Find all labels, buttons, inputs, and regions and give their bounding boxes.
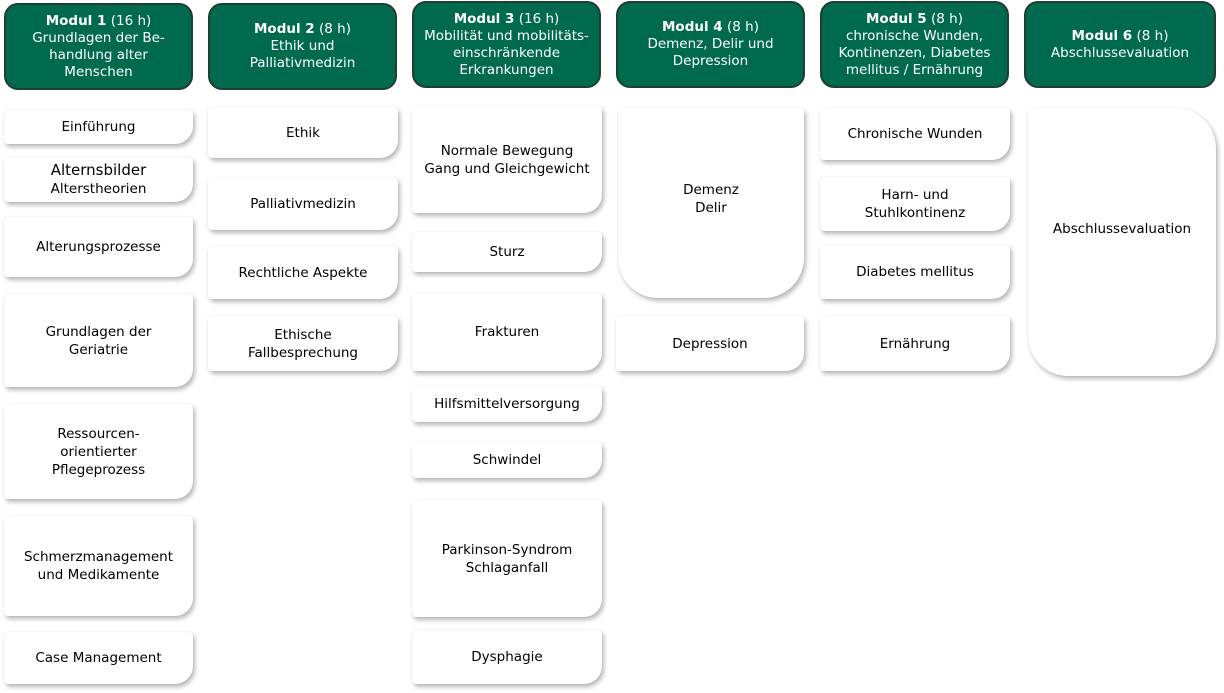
module-3-header: Modul 3 (16 h) Mobilität und mobilitäts-…	[412, 1, 601, 88]
topic-label: Abschlussevaluation	[1052, 221, 1192, 237]
topic-label: Ernährung	[879, 335, 951, 352]
module-3-subtitle-line-3: Erkrankungen	[459, 61, 554, 78]
module-5-topic-chronische-wunden: Chronische Wunden	[820, 108, 1010, 160]
module-4-topic-demenz-delir: Demenz Delir	[618, 108, 804, 298]
module-1-topic-schmerzmanagement: Schmerzmanagement und Medikamente	[4, 516, 193, 616]
module-5-subtitle-line-1: chronische Wunden,	[845, 27, 984, 44]
topic-label: Sturz	[489, 244, 525, 260]
module-6-subtitle-line-1: Abschlussevaluation	[1050, 44, 1190, 61]
module-5-topic-kontinenz: Harn- und Stuhlkontinenz	[820, 177, 1010, 231]
module-2-hours: (8 h)	[319, 21, 351, 37]
module-1-topic-alterungsprozesse: Alterungsprozesse	[4, 217, 193, 277]
topic-label: Gang und Gleichgewicht	[424, 160, 590, 177]
module-5-hours: (8 h)	[931, 10, 963, 27]
topic-label: Demenz	[683, 182, 739, 198]
module-1-hours: (16 h)	[110, 12, 152, 29]
module-1-topic-pflegeprozess: Ressourcen- orientierter Pflegeprozess	[4, 404, 193, 499]
topic-label: Ressourcen-	[57, 425, 140, 442]
topic-label: Palliativmedizin	[250, 196, 356, 212]
module-3-subtitle-line-1: Mobilität und mobilitäts-	[424, 27, 589, 44]
module-3-topic-hilfsmittelversorgung: Hilfsmittelversorgung	[412, 386, 602, 422]
topic-label: Schwindel	[472, 452, 542, 468]
module-5-header: Modul 5 (8 h) chronische Wunden, Kontine…	[820, 1, 1009, 88]
module-2-topic-ethische-fallbesprechung: Ethische Fallbesprechung	[208, 316, 398, 371]
module-3-topic-normale-bewegung: Normale Bewegung Gang und Gleichgewicht	[412, 106, 602, 213]
module-3-topic-sturz: Sturz	[412, 232, 602, 272]
module-2-topic-ethik: Ethik	[208, 107, 398, 158]
topic-label: Harn- und	[881, 187, 949, 203]
topic-label: Depression	[672, 335, 748, 352]
module-4-title: Modul 4	[661, 19, 723, 35]
topic-label: Stuhlkontinenz	[864, 205, 966, 221]
topic-label: Fallbesprechung	[248, 344, 358, 361]
topic-label: Einführung	[61, 119, 136, 135]
module-6-header: Modul 6 (8 h) Abschlussevaluation	[1024, 1, 1216, 88]
topic-label: Parkinson-Syndrom	[441, 541, 573, 558]
topic-label: Delir	[695, 200, 727, 216]
module-3-topic-dysphagie: Dysphagie	[412, 630, 602, 684]
module-3-title: Modul 3	[453, 10, 515, 27]
topic-label: Chronische Wunden	[847, 126, 983, 142]
topic-label: Alterungsprozesse	[36, 239, 161, 255]
topic-label: Alterstheorien	[50, 181, 147, 197]
module-2-topic-palliativmedizin: Palliativmedizin	[208, 178, 398, 230]
topic-label: Ethik	[286, 124, 320, 141]
topic-label: Ethische	[274, 326, 332, 343]
module-5-title: Modul 5	[865, 10, 927, 27]
module-1-topic-grundlagen-geriatrie: Grundlagen der Geriatrie	[4, 294, 193, 387]
module-4-hours: (8 h)	[727, 19, 759, 35]
topic-label: Pflegeprozess	[51, 461, 146, 478]
module-2-header: Modul 2 (8 h) Ethik und Palliativmedizin	[208, 3, 397, 90]
topic-label: Case Management	[35, 650, 162, 666]
module-4-header: Modul 4 (8 h) Demenz, Delir und Depressi…	[616, 1, 805, 88]
topic-label: Alternsbilder	[50, 161, 147, 179]
module-1-topic-einfuehrung: Einführung	[4, 110, 193, 144]
module-4-topic-depression: Depression	[616, 316, 804, 371]
module-1-title: Modul 1	[45, 12, 107, 29]
module-3-topic-schwindel: Schwindel	[412, 442, 602, 478]
module-3-topic-frakturen: Frakturen	[412, 293, 602, 371]
module-3-hours: (16 h)	[518, 10, 560, 27]
module-2-title: Modul 2	[254, 21, 315, 37]
topic-label: orientierter	[60, 443, 137, 460]
module-3-subtitle-line-2: einschränkende	[452, 44, 561, 61]
topic-label: Hilfsmittelversorgung	[434, 396, 580, 412]
topic-label: Geriatrie	[68, 341, 129, 358]
topic-label: Schmerzmanagement	[23, 549, 174, 565]
topic-label: Frakturen	[474, 324, 540, 340]
module-1-subtitle-line-2: handlung alter Menschen	[49, 46, 148, 80]
module-6-topic-abschlussevaluation: Abschlussevaluation	[1028, 108, 1216, 376]
topic-label: Diabetes mellitus	[856, 264, 974, 280]
topic-label: Rechtliche Aspekte	[238, 264, 368, 281]
module-3-topic-parkinson-schlaganfall: Parkinson-Syndrom Schlaganfall	[412, 500, 602, 617]
module-4-subtitle-line-2: Depression	[672, 53, 749, 69]
module-4-subtitle-line-1: Demenz, Delir und	[647, 36, 774, 52]
topic-label: Dysphagie	[471, 649, 543, 665]
topic-label: Schlaganfall	[465, 559, 549, 576]
module-1-topic-case-management: Case Management	[4, 632, 193, 684]
topic-label: Normale Bewegung	[440, 142, 574, 159]
module-1-topic-alternsbilder: Alternsbilder Alterstheorien	[4, 157, 193, 202]
module-1-subtitle-line-1: Grundlagen der Be-	[32, 29, 165, 46]
module-6-hours: (8 h)	[1136, 27, 1169, 44]
module-2-subtitle-line-1: Ethik und Palliativmedizin	[249, 38, 356, 71]
module-5-topic-diabetes-mellitus: Diabetes mellitus	[820, 245, 1010, 299]
module-5-topic-ernaehrung: Ernährung	[820, 316, 1010, 371]
topic-label: Grundlagen der	[45, 323, 152, 340]
module-2-topic-rechtliche-aspekte: Rechtliche Aspekte	[208, 246, 398, 299]
module-6-title: Modul 6	[1071, 27, 1133, 44]
module-5-subtitle-line-3: mellitus / Ernährung	[845, 61, 984, 78]
topic-label: und Medikamente	[37, 567, 160, 583]
module-5-subtitle-line-2: Kontinenzen, Diabetes	[838, 44, 991, 61]
module-1-header: Modul 1 (16 h) Grundlagen der Be- handlu…	[4, 3, 193, 90]
